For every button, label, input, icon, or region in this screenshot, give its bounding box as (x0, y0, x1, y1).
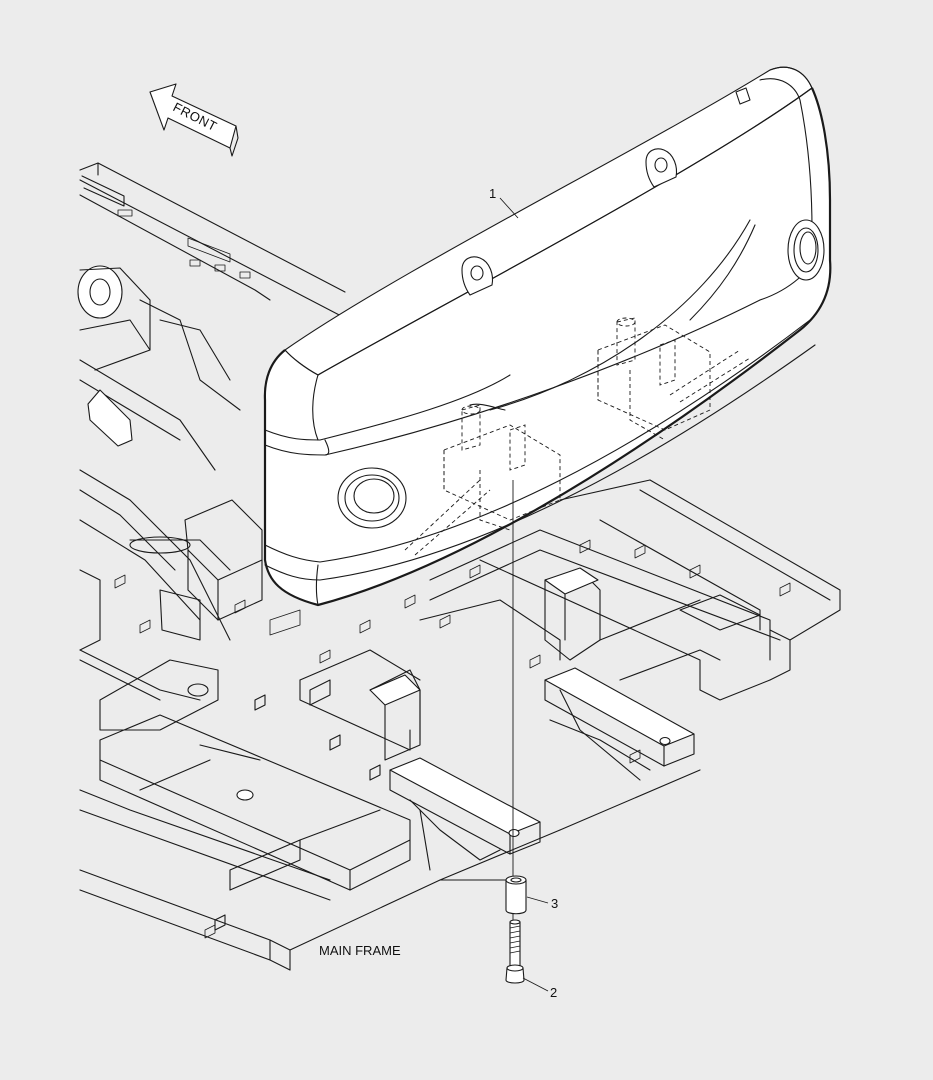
callout-2: 2 (522, 977, 557, 1000)
callout-1: 1 (489, 186, 519, 219)
spacer (505, 875, 527, 915)
callout-3: 3 (526, 896, 558, 911)
callout-number-3: 3 (551, 896, 558, 911)
main-frame-label: MAIN FRAME (319, 943, 401, 958)
callout-number-1: 1 (489, 186, 496, 201)
counterweight (263, 66, 832, 607)
front-direction-arrow: FRONT (149, 83, 239, 157)
bolt (505, 919, 525, 984)
callout-number-2: 2 (550, 985, 557, 1000)
main-frame-structure (77, 162, 841, 971)
